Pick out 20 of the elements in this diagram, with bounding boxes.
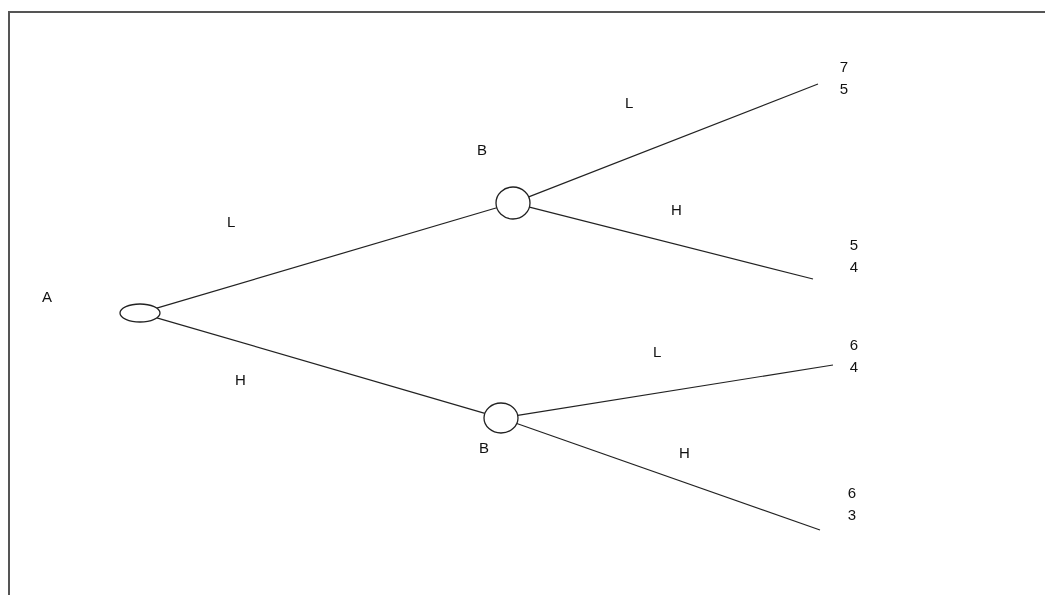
tree-branch xyxy=(528,83,819,198)
tree-branch xyxy=(156,207,498,309)
decision-node-circle xyxy=(483,402,519,434)
player-label: B xyxy=(479,439,489,457)
player-label: B xyxy=(477,141,487,159)
payoff-value: 4 xyxy=(849,357,858,377)
tree-branch xyxy=(156,317,486,414)
payoff-value: 5 xyxy=(849,235,858,255)
payoff-value: 5 xyxy=(839,79,848,99)
tree-branch xyxy=(528,206,814,280)
payoff-value: 6 xyxy=(847,483,856,503)
payoff-value: 7 xyxy=(839,57,848,77)
decision-node-circle xyxy=(495,186,531,220)
tree-branch xyxy=(516,422,821,531)
payoff-value: 6 xyxy=(849,335,858,355)
payoff-value: 3 xyxy=(847,505,856,525)
player-label: A xyxy=(42,288,52,306)
decision-node-circle xyxy=(119,303,161,323)
payoff-value: 4 xyxy=(849,257,858,277)
tree-branch xyxy=(517,364,834,416)
